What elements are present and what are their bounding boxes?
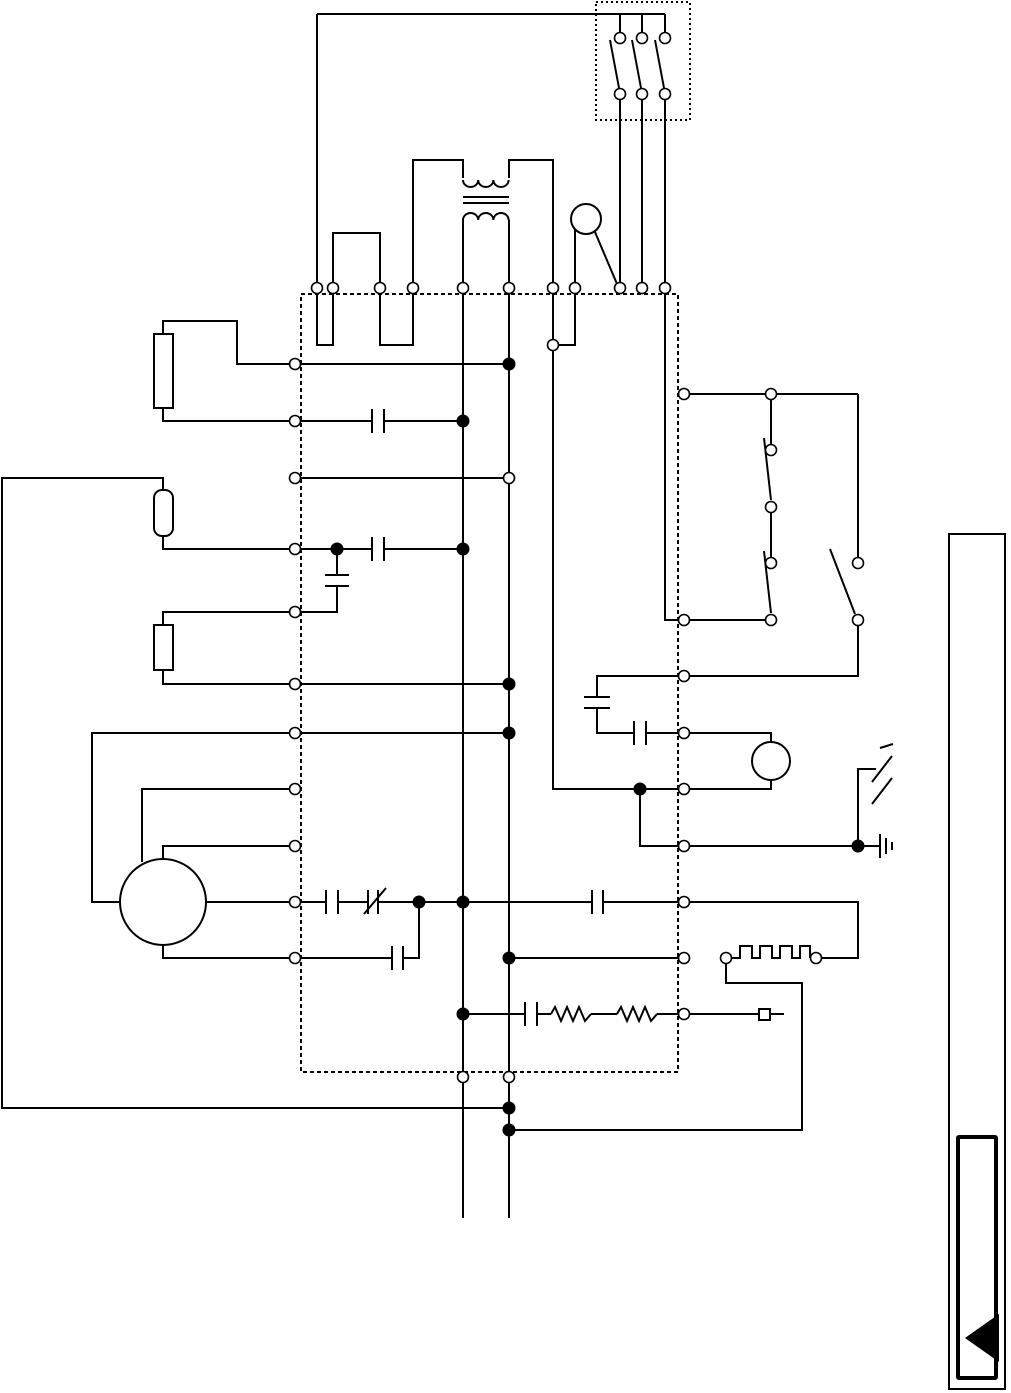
indicator-lamp-right xyxy=(684,733,790,789)
capacitor-row-549 xyxy=(295,537,463,612)
side-panel xyxy=(948,533,1006,1390)
main-buses xyxy=(463,294,684,1218)
right-terminals xyxy=(679,389,690,1020)
resistor-mid-left xyxy=(154,612,295,684)
motor xyxy=(92,733,295,958)
capacitor-right-group xyxy=(584,676,684,745)
right-switch-group xyxy=(684,389,864,677)
rc-network xyxy=(463,1002,784,1026)
indicator-lamp-top xyxy=(571,204,617,284)
scroll-back-arrow-icon[interactable] xyxy=(965,1314,999,1362)
three-pole-switch xyxy=(317,2,690,283)
bottom-terminals xyxy=(458,473,515,1083)
resistor-top-left xyxy=(154,321,295,421)
transformer xyxy=(413,160,553,283)
variable-capacitor-row xyxy=(295,888,684,914)
left-terminals xyxy=(290,359,301,964)
capacitor-row-958 xyxy=(295,902,684,970)
capacitor-row-421 xyxy=(295,409,463,433)
scroll-control[interactable] xyxy=(956,1135,998,1380)
fuse xyxy=(2,478,509,1108)
top-terminals xyxy=(312,283,671,294)
